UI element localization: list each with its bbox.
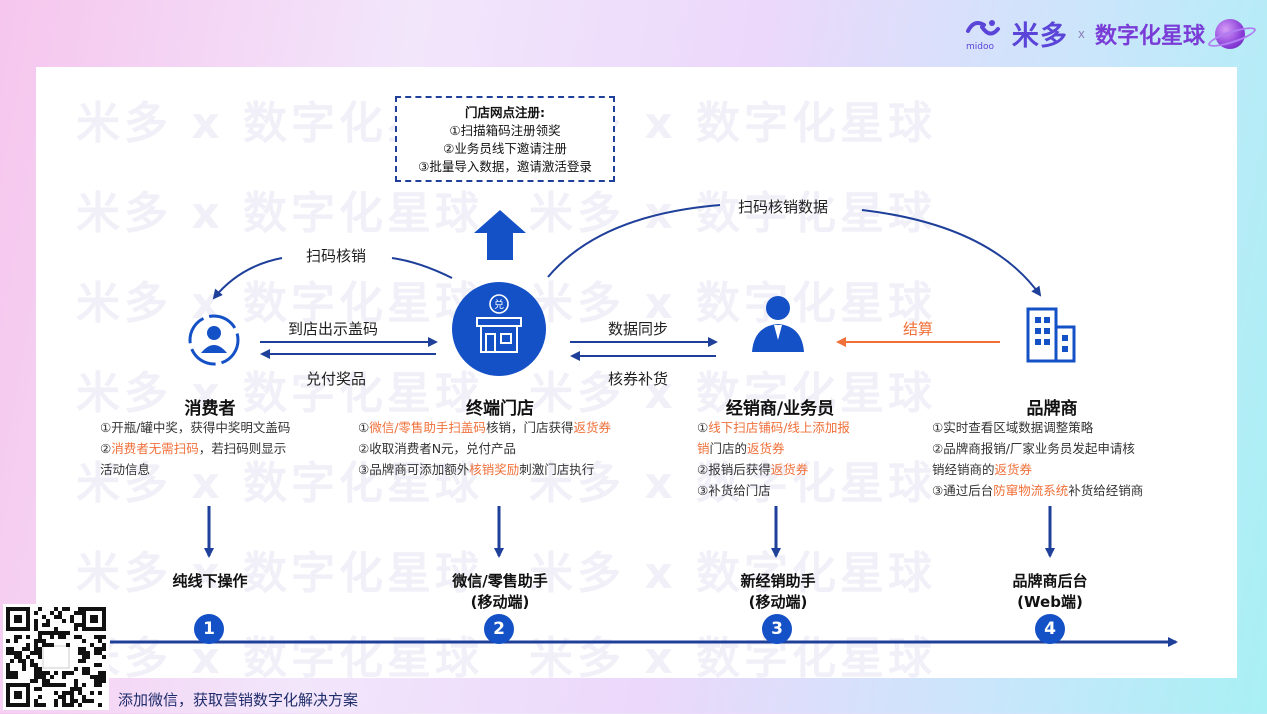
step-badge-1: 1 <box>194 614 224 644</box>
desc-line: ①微信/零售助手扫盖码核销，门店获得返货券 <box>358 417 658 438</box>
desc-text: ②品牌商报销/厂家业务员发起申请核 <box>932 441 1135 456</box>
desc-text: ① <box>358 420 370 435</box>
scan-verify-arrow <box>212 257 283 300</box>
desc-line: ③品牌商可添加额外核销奖励刺激门店执行 <box>358 459 658 480</box>
store-icon: 兑 <box>452 282 546 376</box>
scan-verify-label: 扫码核销 <box>306 247 367 265</box>
desc-text: ①实时查看区域数据调整策略 <box>932 420 1094 435</box>
footer-cta: 添加微信，获取营销数字化解决方案 <box>118 691 359 709</box>
desc-line: ②消费者无需扫码，若扫码则显示 <box>100 438 340 459</box>
highlight-text: 返货券 <box>770 462 809 477</box>
settle-label: 结算 <box>903 320 934 338</box>
highlight-text: 返货券 <box>747 441 785 456</box>
highlight-text: 返货券 <box>573 420 611 435</box>
consumer-icon <box>187 313 241 367</box>
desc-text: 门店的 <box>709 441 748 456</box>
desc-line: 销经销商的返货券 <box>932 459 1192 480</box>
tool-label-2: 微信/零售助手 (移动端) <box>420 570 580 612</box>
desc-line: 销门店的返货券 <box>697 438 897 459</box>
highlight-text: 返货券 <box>994 462 1033 477</box>
desc-text: ①开瓶/罐中奖，获得中奖明文盖码 <box>100 420 291 435</box>
step-badge-3: 3 <box>762 614 792 644</box>
desc-text: 销经销商的 <box>932 462 995 477</box>
voucher-restock-label: 核券补货 <box>608 370 669 388</box>
wechat-qr-code[interactable] <box>3 604 109 710</box>
desc-text: 活动信息 <box>100 462 151 477</box>
store-registration-box: 门店网点注册: ①扫描箱码注册领奖 ②业务员线下邀请注册 ③批量导入数据，邀请激… <box>395 96 615 182</box>
store-title: 终端门店 <box>466 399 534 419</box>
logo-text: 米多 <box>1011 21 1068 52</box>
desc-text: ，若扫码则显示 <box>198 441 287 456</box>
scan-data-label: 扫码核销数据 <box>738 198 829 216</box>
logo-sub: midoo <box>966 42 994 51</box>
desc-line: ②报销后获得返货券 <box>697 459 897 480</box>
tool-label-4: 品牌商后台 (Web端) <box>970 570 1130 612</box>
highlight-text: 微信/零售助手扫盖码 <box>369 420 486 435</box>
tool-line1: 纯线下操作 <box>172 572 248 590</box>
tool-line2: (移动端) <box>748 593 808 611</box>
tool-line1: 新经销助手 <box>740 572 816 590</box>
register-up-arrow <box>474 210 526 260</box>
desc-text: 刺激门店执行 <box>519 462 595 477</box>
registration-line: ①扫描箱码注册领奖 <box>449 123 561 138</box>
consumer-title: 消费者 <box>184 399 236 419</box>
highlight-text: 核销奖励 <box>469 462 520 477</box>
desc-text: ③通过后台 <box>932 483 994 498</box>
store-icon-text: 兑 <box>494 298 504 311</box>
highlight-text: 线下扫店铺码/线上添加报 <box>708 420 850 435</box>
tool-line2: (移动端) <box>470 593 530 611</box>
desc-text: 补货给经销商 <box>1068 483 1144 498</box>
desc-text: ① <box>697 420 709 435</box>
registration-line: ②业务员线下邀请注册 <box>443 141 567 156</box>
dealer-icon <box>748 292 808 354</box>
desc-line: ①线下扫店铺码/线上添加报 <box>697 417 897 438</box>
tool-label-1: 纯线下操作 <box>140 570 280 591</box>
tool-line1: 微信/零售助手 <box>452 572 548 590</box>
planet-icon <box>1215 18 1245 49</box>
highlight-text: 销 <box>697 441 710 456</box>
store-desc: ①微信/零售助手扫盖码核销，门店获得返货券 ②收取消费者N元，兑付产品 ③品牌商可添… <box>358 417 658 480</box>
step-badge-2: 2 <box>484 614 514 644</box>
data-sync-label: 数据同步 <box>608 320 669 338</box>
step-badge-4: 4 <box>1035 614 1065 644</box>
desc-text: ③补货给门店 <box>697 483 771 498</box>
dealer-title: 经销商/业务员 <box>725 399 835 419</box>
desc-line: 活动信息 <box>100 459 340 480</box>
midoo-logo-icon: midoo <box>964 17 1002 52</box>
brand-header: midoo 米多 x 数字化星球 <box>964 14 1245 53</box>
desc-text: ②报销后获得 <box>697 462 771 477</box>
building-icon <box>1022 305 1078 363</box>
show-code-label: 到店出示盖码 <box>288 320 379 338</box>
highlight-text: 消费者无需扫码 <box>111 441 199 456</box>
desc-line: ①开瓶/罐中奖，获得中奖明文盖码 <box>100 417 340 438</box>
brand-owner-title: 品牌商 <box>1026 399 1078 419</box>
highlight-text: 防窜物流系统 <box>993 483 1069 498</box>
desc-line: ③补货给门店 <box>697 480 897 501</box>
desc-text: ②收取消费者N元，兑付产品 <box>358 441 517 456</box>
brand-separator: x <box>1077 26 1085 41</box>
desc-text: ② <box>100 441 112 456</box>
tool-line1: 品牌商后台 <box>1012 572 1088 590</box>
partner-name: 数字化星球 <box>1094 23 1205 49</box>
tool-line2: (Web端) <box>1017 593 1083 611</box>
registration-line: ③批量导入数据，邀请激活登录 <box>418 159 592 174</box>
desc-text: ③品牌商可添加额外 <box>358 462 470 477</box>
consumer-desc: ①开瓶/罐中奖，获得中奖明文盖码 ②消费者无需扫码，若扫码则显示活动信息 <box>100 417 340 480</box>
desc-line: ①实时查看区域数据调整策略 <box>932 417 1192 438</box>
scan-verify-line-right <box>391 257 453 279</box>
desc-line: ②品牌商报销/厂家业务员发起申请核 <box>932 438 1192 459</box>
desc-text: 核销，门店获得 <box>485 420 574 435</box>
redeem-prize-label: 兑付奖品 <box>306 370 367 388</box>
registration-title: 门店网点注册: <box>465 105 545 120</box>
scan-data-arrow <box>861 209 1042 297</box>
scan-data-line-left <box>547 204 721 278</box>
desc-line: ③通过后台防窜物流系统补货给经销商 <box>932 480 1192 501</box>
desc-line: ②收取消费者N元，兑付产品 <box>358 438 658 459</box>
tool-label-3: 新经销助手 (移动端) <box>698 570 858 612</box>
